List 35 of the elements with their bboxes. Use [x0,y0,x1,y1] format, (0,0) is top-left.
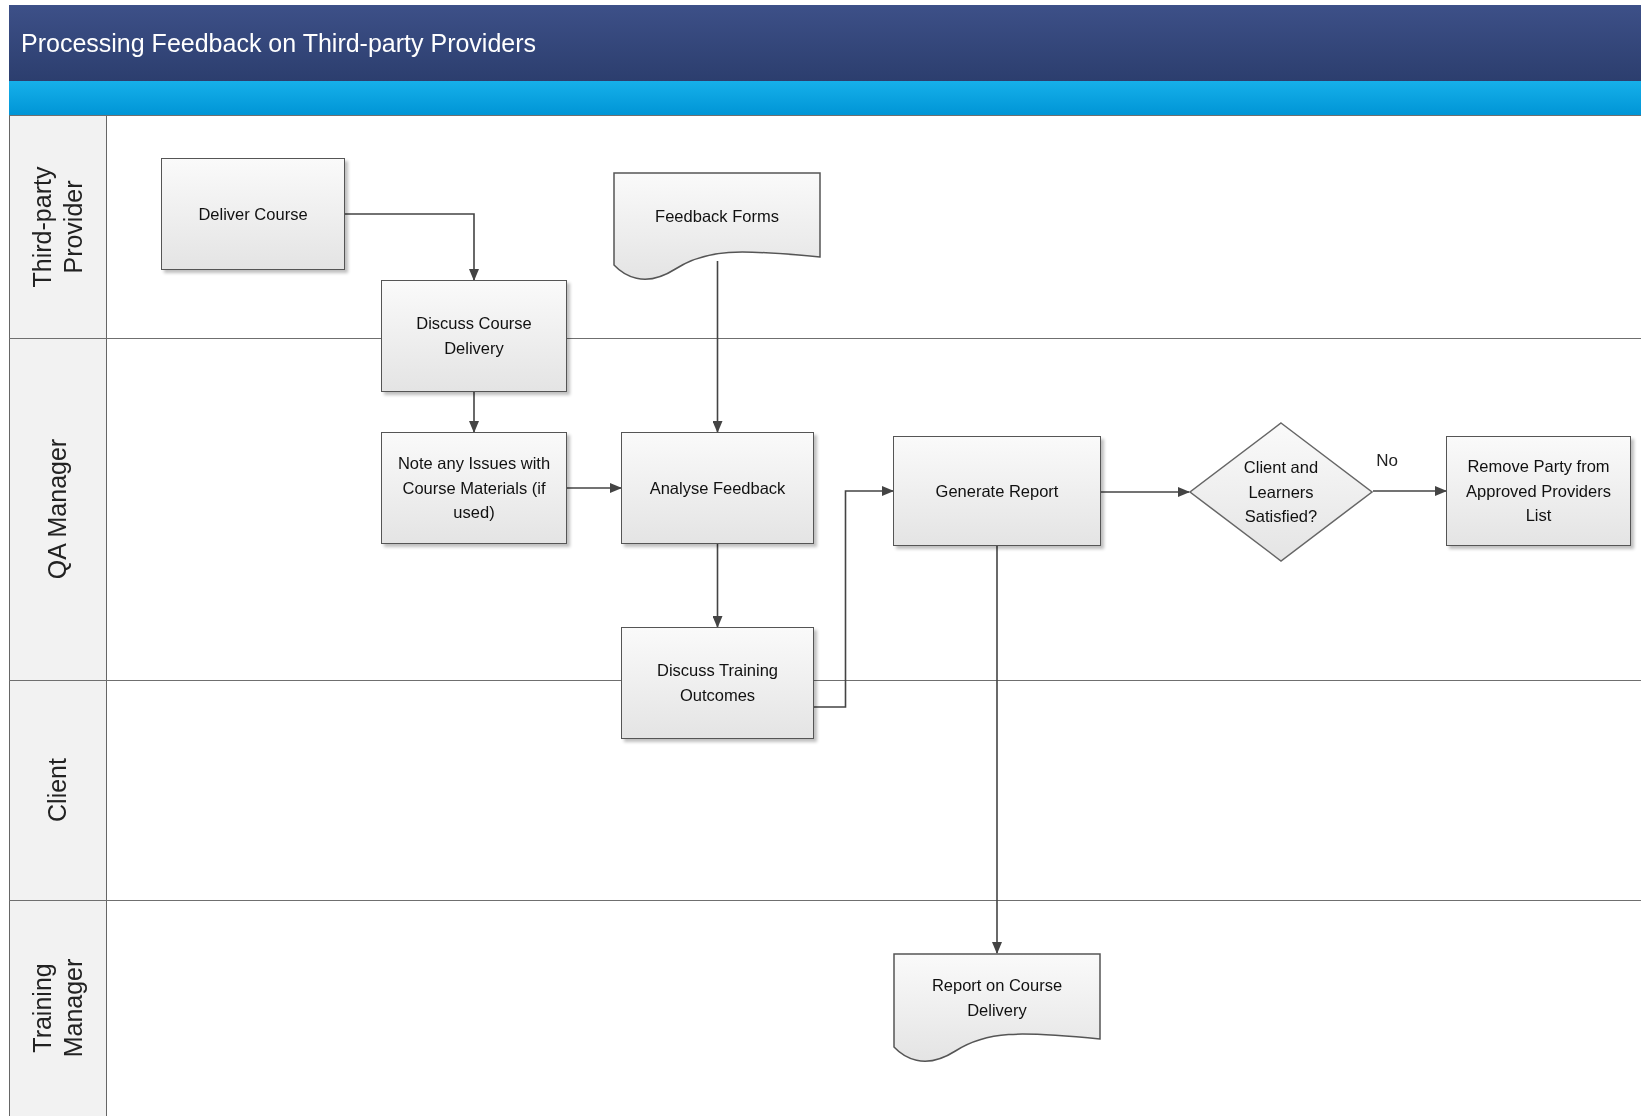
node-label: Report on Course Delivery [930,975,1064,1021]
arrow [712,260,723,433]
arrow [992,545,1002,954]
edge-label: No [1376,451,1398,471]
node-label: Remove Party from Approved Providers List [1465,455,1612,527]
diagram-title: Processing Feedback on Third-party Providers [21,29,537,58]
node-label: Discuss Course Delivery [415,313,533,359]
arrow [344,213,479,281]
arrow [1100,487,1190,497]
process-box [381,280,567,392]
process-box [621,432,814,544]
document-shape [893,953,1101,1065]
arrow [566,483,622,493]
process-box [893,436,1101,546]
process-box [1446,436,1631,546]
lane-label: Training Manager [26,957,88,1060]
arrow [1372,486,1447,496]
arrow [813,486,894,708]
process-box [621,627,814,739]
process-box [161,158,345,270]
node-label: Analyse Feedback [648,477,787,499]
node-label: Generate Report [934,480,1060,502]
lane-label: Client [42,757,73,824]
arrow [712,543,723,628]
process-box [381,432,567,544]
node-label: Note any Issues with Course Materials (if used) [396,452,552,524]
node-label: Feedback Forms [654,206,780,228]
lane-label: QA Manager [42,437,73,582]
document-shape [613,172,821,283]
node-label: Client and Learners Satisfied? [1242,456,1320,528]
node-label: Discuss Training Outcomes [655,660,779,706]
node-label: Deliver Course [197,203,309,225]
arrow [469,391,479,433]
lane-label: Third-party Provider [26,165,88,289]
decision-diamond [1189,422,1373,562]
